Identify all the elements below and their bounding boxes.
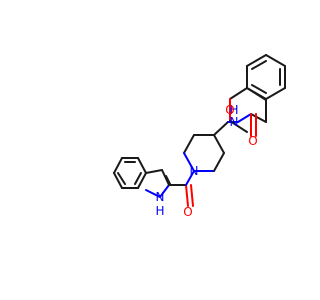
- indole-carbonyl-oxygen-label: O: [183, 205, 192, 219]
- atom-labels: N H O O N O N H: [155, 103, 257, 219]
- indole-nitrogen-label: N: [156, 190, 165, 204]
- amide-hydrogen-label: H: [229, 103, 238, 117]
- piperidine-nitrogen-label: N: [190, 164, 199, 178]
- amide-nitrogen-label: N: [230, 115, 239, 129]
- indole-hydrogen-label: H: [155, 204, 164, 218]
- amide-linker: [213, 113, 267, 137]
- ether-oxygen-label: O: [225, 103, 234, 117]
- amide-oxygen-label: O: [248, 134, 257, 148]
- piperidine-ring: [183, 134, 225, 172]
- molecule-structure: N H O O N O N H: [113, 54, 286, 219]
- indole-benzene-ring: [113, 157, 147, 189]
- methoxyphenyl-ring: [246, 54, 286, 100]
- indole-carbonyl: [168, 170, 195, 207]
- methoxy-group: [229, 87, 248, 133]
- indole-pyrrole-ring: [145, 169, 171, 198]
